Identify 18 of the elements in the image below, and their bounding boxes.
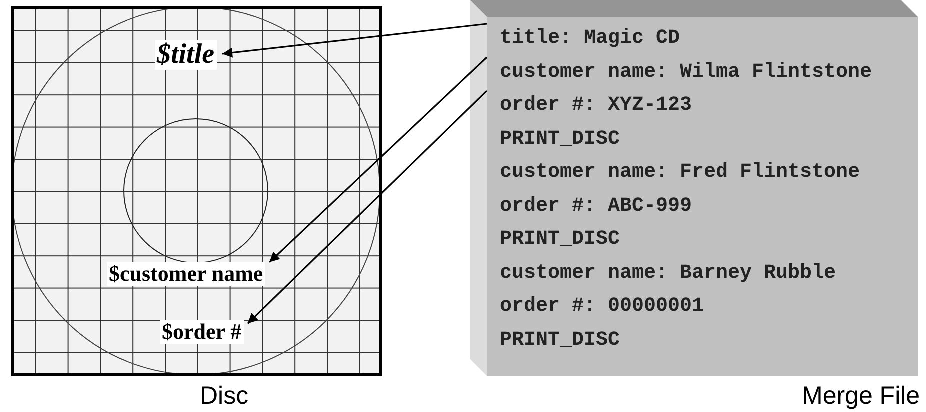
placeholder-field: $customer name: [107, 262, 266, 286]
arrow: [247, 90, 488, 324]
title-label: Disc: [200, 384, 249, 409]
code-line: title: Magic CD: [487, 22, 918, 55]
code-line: customer name: Fred Flintstone: [487, 156, 918, 189]
code-line: customer name: Wilma Flintstone: [487, 56, 918, 88]
code-line: PRINT_DISC: [487, 223, 918, 256]
title-label: Merge File: [802, 384, 920, 409]
placeholder-field: $order #: [160, 320, 244, 344]
code-line: PRINT_DISC: [487, 122, 918, 156]
code-line: customer name: Barney Rubble: [487, 256, 918, 290]
code-line: order #: XYZ-123: [487, 89, 918, 122]
code-line: PRINT_DISC: [487, 324, 918, 356]
arrow: [222, 23, 488, 58]
placeholder-field: $title: [155, 40, 217, 70]
code-line: order #: 00000001: [487, 290, 918, 323]
code-line: order #: ABC-999: [487, 190, 918, 222]
arrow: [269, 56, 488, 264]
